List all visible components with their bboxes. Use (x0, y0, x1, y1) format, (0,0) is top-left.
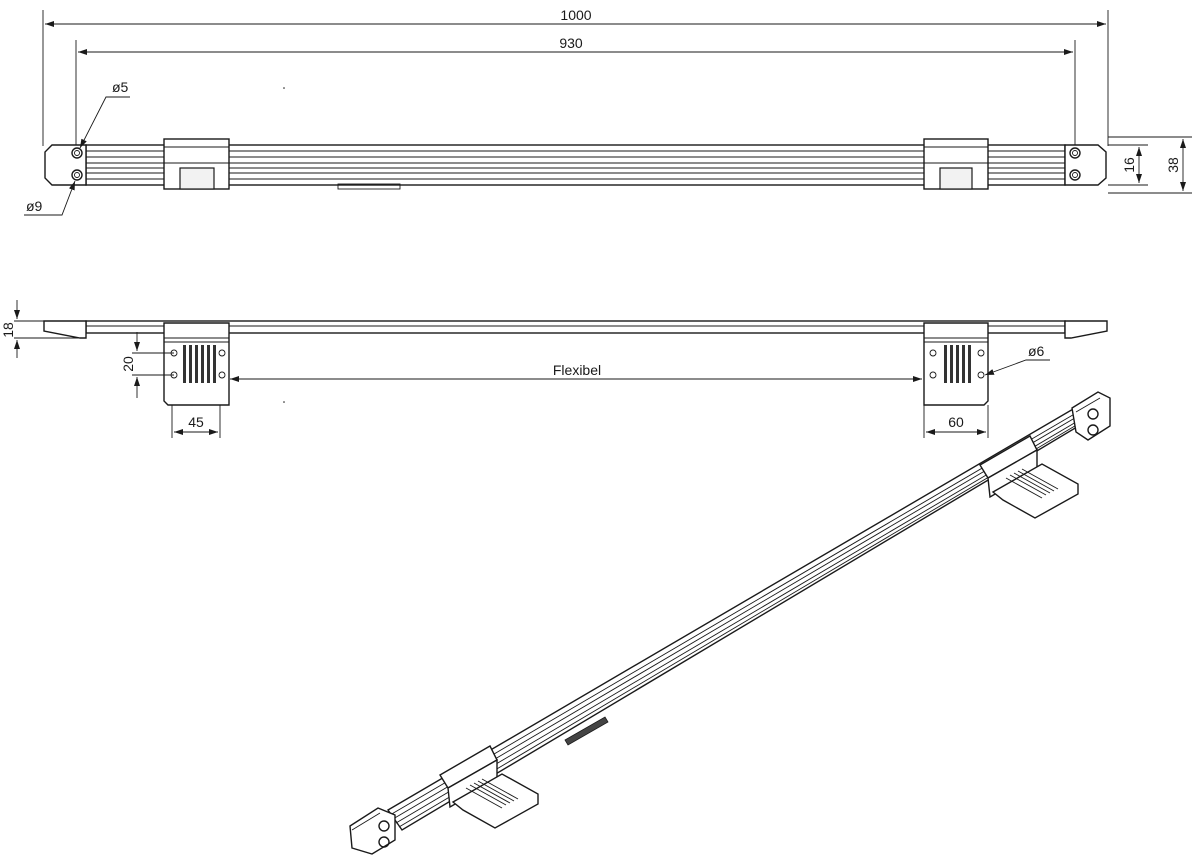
overall-height-dimension: 38 (1165, 139, 1186, 191)
right-bracket-side (923, 322, 989, 406)
lower-bracket-iso (439, 745, 539, 829)
right-end-side (1064, 320, 1108, 339)
hole-spacing-label: 930 (559, 35, 583, 51)
large-hole-label: ø9 (26, 198, 43, 214)
side-thickness-dimension: 18 (0, 300, 20, 358)
left-end-cap-iso (349, 807, 396, 855)
left-bracket-top (163, 138, 230, 190)
bracket-distance-label: Flexibel (553, 362, 601, 378)
profile-height-dimension: 16 (1121, 147, 1142, 183)
overall-height-label: 38 (1165, 157, 1181, 173)
left-bracket-width-label: 45 (188, 414, 204, 430)
left-end-cap (44, 144, 87, 186)
bracket-hole-callout: ø6 (984, 343, 1050, 376)
bracket-hole-spacing-label: 20 (120, 356, 136, 372)
rail-top (85, 144, 1066, 186)
upper-bracket-iso (979, 435, 1079, 519)
brush-strip-top (337, 183, 401, 190)
large-hole-callout: ø9 (24, 180, 76, 216)
small-hole-callout: ø5 (79, 79, 130, 149)
bracket-hole-spacing-dimension: 20 (120, 332, 140, 398)
top-view: 1000 930 (24, 7, 1192, 216)
left-end-side (43, 320, 87, 339)
bracket-distance-dimension: Flexibel (230, 362, 922, 382)
profile-height-label: 16 (1121, 157, 1137, 173)
right-bracket-width-label: 60 (948, 414, 964, 430)
overall-length-label: 1000 (560, 7, 591, 23)
side-view: 18 (0, 300, 1108, 438)
right-end-cap (1064, 144, 1107, 186)
large-hole-left (71, 169, 83, 181)
rail-side (85, 320, 1066, 334)
small-hole-label: ø5 (112, 79, 129, 95)
brush-strip-iso (564, 716, 609, 746)
bracket-hole-label: ø6 (1028, 343, 1045, 359)
isometric-view (349, 391, 1111, 855)
right-bracket-width-dimension: 60 (926, 414, 986, 435)
left-bracket-side (163, 322, 230, 406)
right-end-cap-iso (1071, 391, 1111, 441)
small-hole-left (71, 147, 83, 159)
side-thickness-label: 18 (0, 322, 16, 338)
left-bracket-width-dimension: 45 (174, 414, 218, 435)
hole-spacing-dimension: 930 (78, 35, 1073, 55)
overall-length-dimension: 1000 (45, 7, 1106, 27)
right-bracket-top (923, 138, 989, 190)
